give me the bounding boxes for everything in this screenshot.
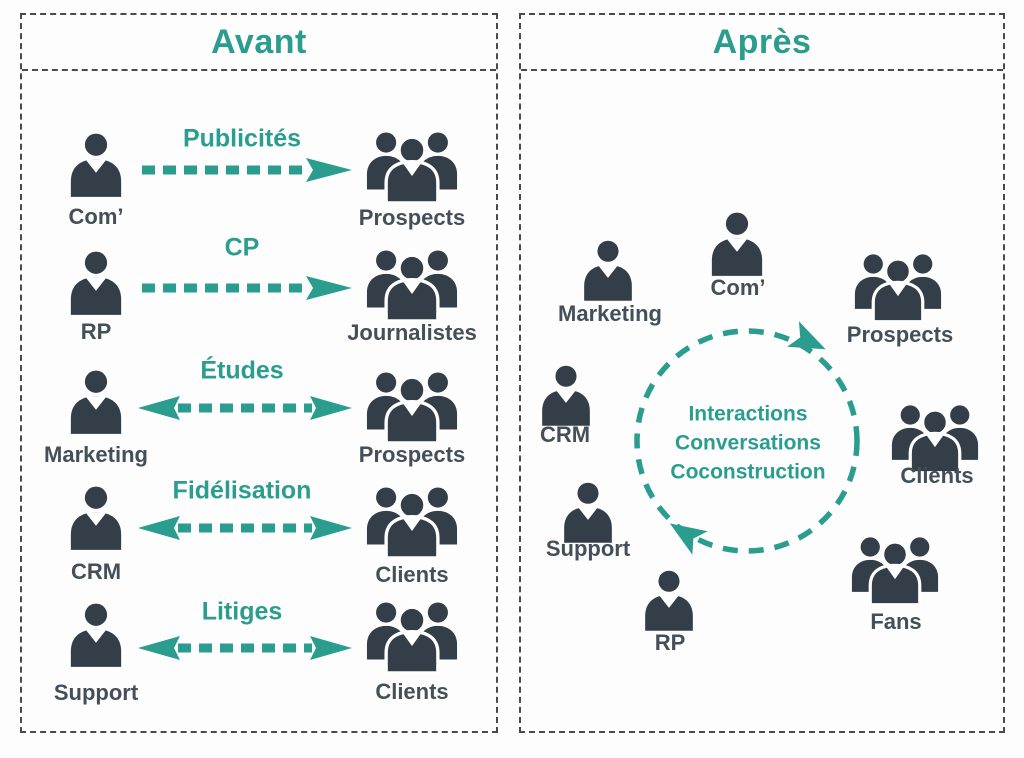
person-icon: [561, 482, 616, 543]
actor-label: Com’: [710, 275, 766, 300]
actor-label: Support: [545, 536, 631, 561]
actor-label: Com’: [68, 204, 124, 229]
actor-label: Prospects: [846, 322, 954, 347]
actor-label: Support: [53, 680, 139, 705]
panel-apres-title: Après: [712, 22, 812, 61]
actor-label: Clients: [900, 463, 974, 488]
relation-label: Publicités: [182, 124, 302, 153]
dashed-arrow-both-icon: [136, 513, 354, 543]
dashed-arrow-both-icon: [136, 393, 354, 423]
dashed-arrow-right-icon: [136, 273, 354, 303]
relation-label: CP: [224, 233, 260, 262]
person-icon: [642, 570, 697, 631]
actor-label: Clients: [375, 679, 449, 704]
person-icon: [67, 486, 125, 550]
panel-avant-title: Avant: [211, 22, 307, 61]
cycle-line-1: Interactions: [688, 402, 808, 426]
group-icon: [366, 598, 458, 673]
person-icon: [67, 133, 125, 197]
person-icon: [67, 603, 125, 667]
panel-apres: Après: [519, 13, 1005, 733]
actor-label: Clients: [375, 562, 449, 587]
person-icon: [581, 240, 636, 301]
cycle-line-2: Conversations: [675, 431, 821, 455]
group-icon: [366, 483, 458, 558]
panel-avant-header: Avant: [22, 15, 496, 71]
relation-label: Études: [200, 356, 284, 385]
group-icon: [366, 368, 458, 443]
group-icon: [366, 246, 458, 321]
actor-label: Marketing: [558, 301, 662, 326]
person-icon: [539, 365, 594, 426]
actor-label: Prospects: [358, 205, 466, 230]
relation-label: Litiges: [201, 597, 283, 626]
actor-label: Prospects: [358, 442, 466, 467]
actor-label: RP: [80, 319, 112, 344]
actor-label: Journalistes: [347, 320, 477, 345]
actor-label: Fans: [870, 609, 922, 634]
actor-label: Marketing: [44, 442, 148, 467]
cycle-arrow-icon: [625, 320, 870, 565]
cycle-line-3: Coconstruction: [670, 460, 826, 484]
person-icon: [67, 370, 125, 434]
panel-avant: Avant: [20, 13, 498, 733]
actor-label: RP: [654, 630, 686, 655]
person-icon: [708, 212, 766, 276]
actor-label: CRM: [539, 422, 591, 447]
group-icon: [891, 401, 979, 473]
group-icon: [854, 250, 942, 322]
group-icon: [851, 533, 939, 605]
cycle-text: Interactions Conversations Coconstructio…: [670, 400, 825, 487]
group-icon: [366, 128, 458, 203]
dashed-arrow-right-icon: [136, 155, 354, 185]
person-icon: [67, 251, 125, 315]
dashed-arrow-both-icon: [136, 633, 354, 663]
panel-apres-header: Après: [521, 15, 1003, 71]
relation-label: Fidélisation: [172, 476, 312, 505]
actor-label: CRM: [70, 559, 122, 584]
